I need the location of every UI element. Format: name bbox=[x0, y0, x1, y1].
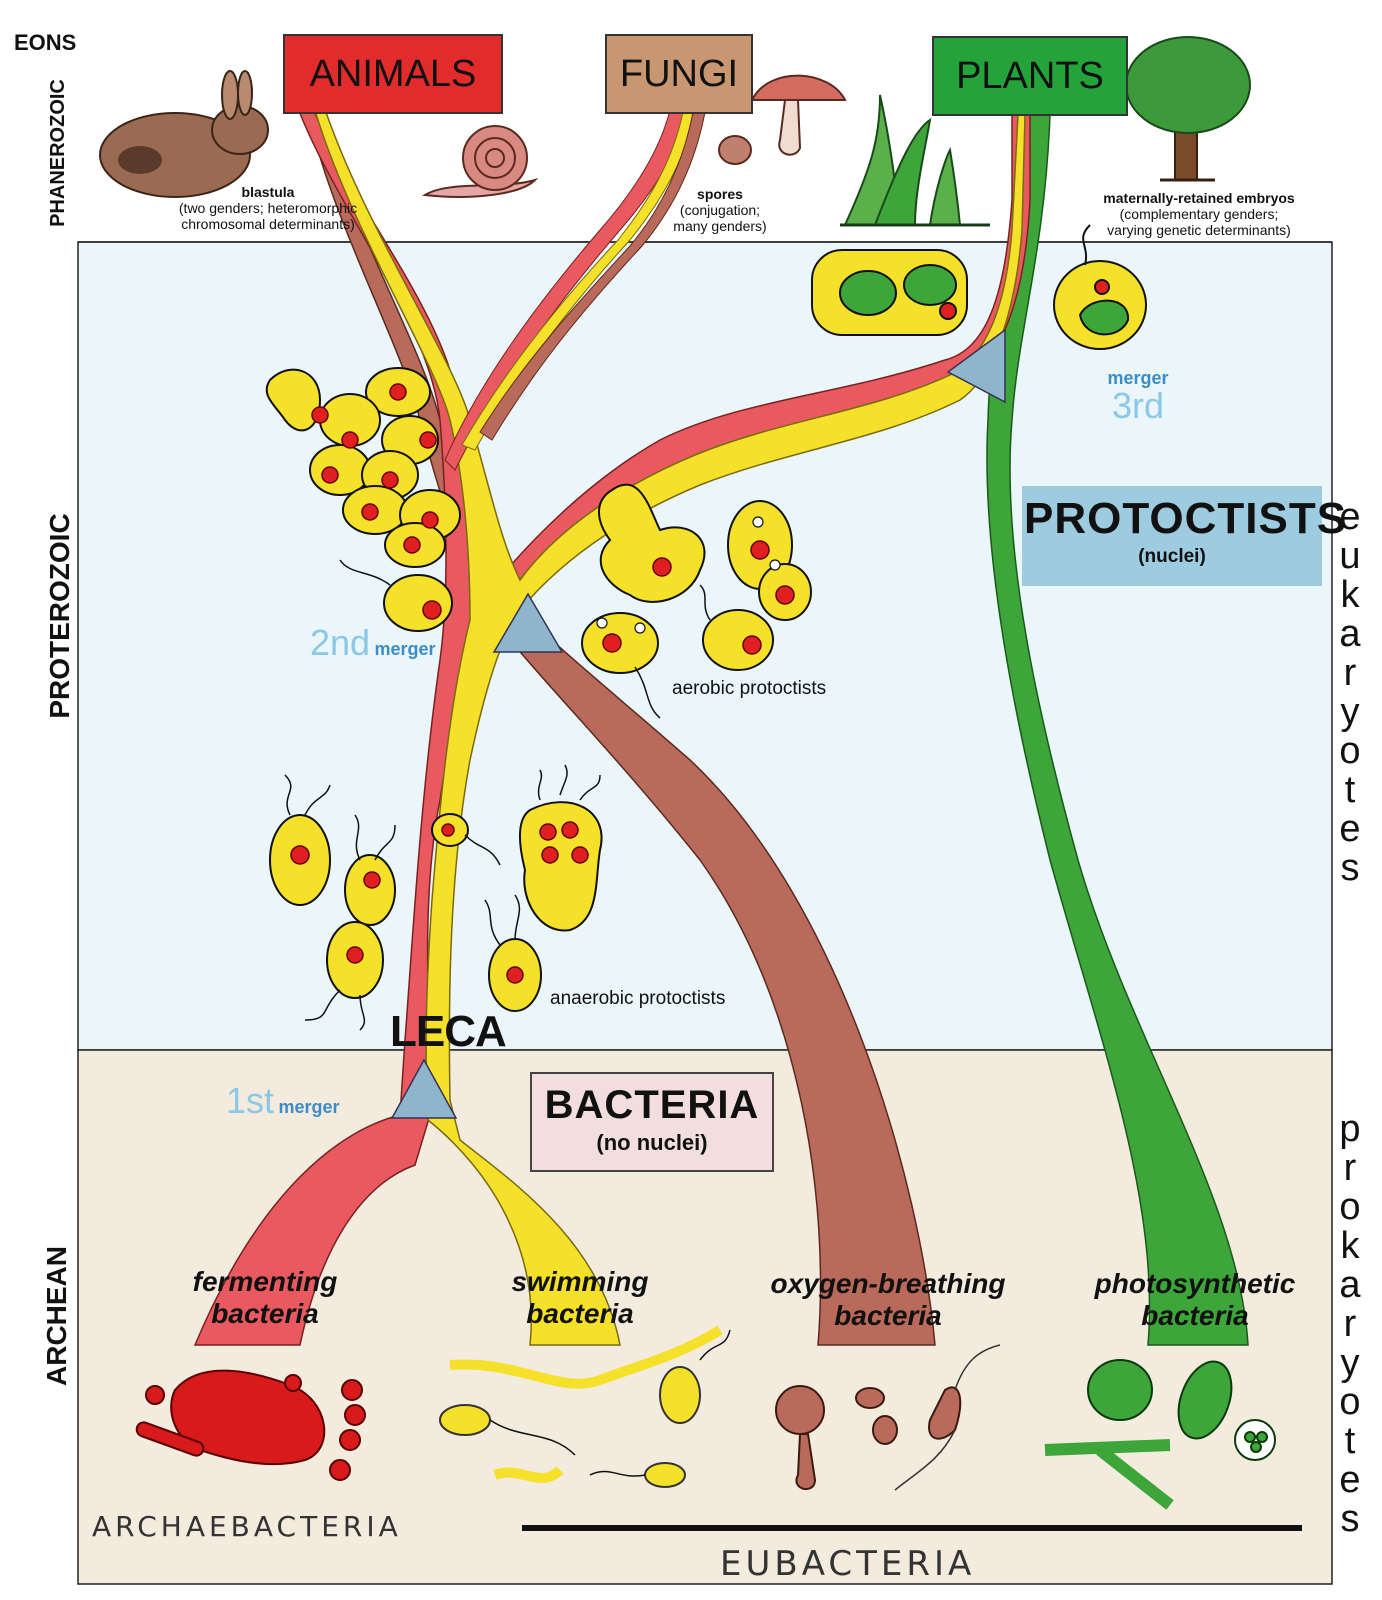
photosynthetic-line-2: bacteria bbox=[1141, 1300, 1249, 1331]
eons-heading: EONS bbox=[14, 30, 77, 55]
first-merger-number: 1st bbox=[226, 1080, 275, 1121]
embryos-title: maternally-retained embryos bbox=[1103, 190, 1295, 206]
bacteria-title: BACTERIA bbox=[544, 1083, 760, 1127]
tree-illustration bbox=[1125, 36, 1251, 182]
oxygen-breathing-bacteria-illustration bbox=[775, 1344, 1001, 1491]
grass-illustration bbox=[840, 94, 990, 227]
anaerobic-protoctist-cells bbox=[269, 764, 603, 1031]
fermenting-bacteria-illustration bbox=[135, 1369, 366, 1481]
prokaryotes-label: p r o k a r y o t e s bbox=[1339, 1108, 1361, 1540]
second-merger-label: 2nd merger bbox=[310, 622, 436, 664]
embryos-desc-2: varying genetic determinants) bbox=[1107, 222, 1291, 238]
second-merger-number: 2nd bbox=[310, 622, 371, 663]
second-merger-word: merger bbox=[374, 639, 436, 659]
swimming-bacteria-label: swimming bacteria bbox=[480, 1266, 680, 1330]
third-merger-triangle bbox=[946, 328, 1006, 404]
eon-proterozoic: PROTEROZOIC bbox=[44, 513, 75, 719]
yellow-lineage bbox=[311, 99, 1026, 1346]
multicellular-protoctist-cluster bbox=[265, 367, 461, 568]
spores-desc-2: many genders) bbox=[673, 218, 767, 234]
first-merger-label: 1st merger bbox=[226, 1080, 340, 1122]
protoctists-box: PROTOCTISTS (nuclei) bbox=[1022, 486, 1348, 586]
photosynthetic-line-1: photosynthetic bbox=[1094, 1268, 1296, 1299]
blastula-title: blastula bbox=[241, 184, 295, 200]
mushroom-illustration bbox=[718, 74, 847, 165]
swimming-line-1: swimming bbox=[511, 1266, 649, 1297]
fermenting-bacteria-label: fermenting bacteria bbox=[165, 1266, 365, 1330]
fermenting-line-1: fermenting bbox=[192, 1266, 338, 1297]
oxygen-line-1: oxygen-breathing bbox=[770, 1268, 1006, 1299]
embryos-desc-1: (complementary genders; bbox=[1119, 206, 1279, 222]
archaebacteria-label: ARCHAEBACTERIA bbox=[92, 1510, 402, 1543]
third-merger-number: 3rd bbox=[1111, 385, 1165, 426]
bacteria-subtitle: (no nuclei) bbox=[596, 1130, 708, 1155]
embryos-annotation: maternally-retained embryos (complementa… bbox=[1058, 190, 1340, 238]
swimming-line-2: bacteria bbox=[526, 1298, 634, 1329]
leca-label: LECA bbox=[390, 1007, 507, 1056]
spores-title: spores bbox=[697, 186, 743, 202]
first-merger-word: merger bbox=[278, 1097, 340, 1117]
oxygen-bacteria-label: oxygen-breathing bacteria bbox=[748, 1268, 1028, 1332]
blastula-desc-1: (two genders; heteromorphic bbox=[178, 200, 358, 216]
spores-desc-1: (conjugation; bbox=[679, 202, 761, 218]
blastula-annotation: blastula (two genders; heteromorphic chr… bbox=[148, 184, 388, 232]
fermenting-line-2: bacteria bbox=[211, 1298, 319, 1329]
animals-label: ANIMALS bbox=[283, 34, 503, 114]
oxygen-line-2: bacteria bbox=[834, 1300, 942, 1331]
aerobic-protoctists-label: aerobic protoctists bbox=[672, 678, 827, 699]
plants-label: PLANTS bbox=[932, 36, 1128, 116]
photosynthetic-bacteria-label: photosynthetic bacteria bbox=[1075, 1268, 1315, 1332]
first-merger-triangle bbox=[390, 1058, 458, 1119]
eubacteria-label: EUBACTERIA bbox=[720, 1544, 976, 1584]
bacteria-box: BACTERIA (no nuclei) bbox=[530, 1072, 774, 1172]
eukaryotes-label: e u k a r y o t e s bbox=[1339, 496, 1361, 889]
protoctists-title: PROTOCTISTS bbox=[1024, 494, 1348, 543]
second-merger-triangle bbox=[492, 592, 564, 653]
rabbit-illustration bbox=[99, 70, 269, 198]
spores-annotation: spores (conjugation; many genders) bbox=[655, 186, 785, 234]
eon-phanerozoic: PHANEROZOIC bbox=[47, 79, 69, 227]
fungi-label: FUNGI bbox=[605, 34, 753, 114]
aerobic-protoctist-cells bbox=[339, 483, 812, 719]
blastula-desc-2: chromosomal determinants) bbox=[181, 216, 355, 232]
plant-protoctist-cells bbox=[811, 224, 1147, 350]
snail-illustration bbox=[421, 125, 539, 198]
protoctists-subtitle: (nuclei) bbox=[1138, 546, 1206, 567]
eon-archean: ARCHEAN bbox=[41, 1246, 72, 1386]
third-merger-label: merger 3rd bbox=[1098, 368, 1178, 426]
third-merger-word: merger bbox=[1107, 368, 1169, 388]
swimming-bacteria-illustration bbox=[439, 1325, 731, 1488]
anaerobic-protoctists-label: anaerobic protoctists bbox=[550, 988, 726, 1009]
photosynthetic-bacteria-illustration bbox=[1044, 1359, 1276, 1510]
